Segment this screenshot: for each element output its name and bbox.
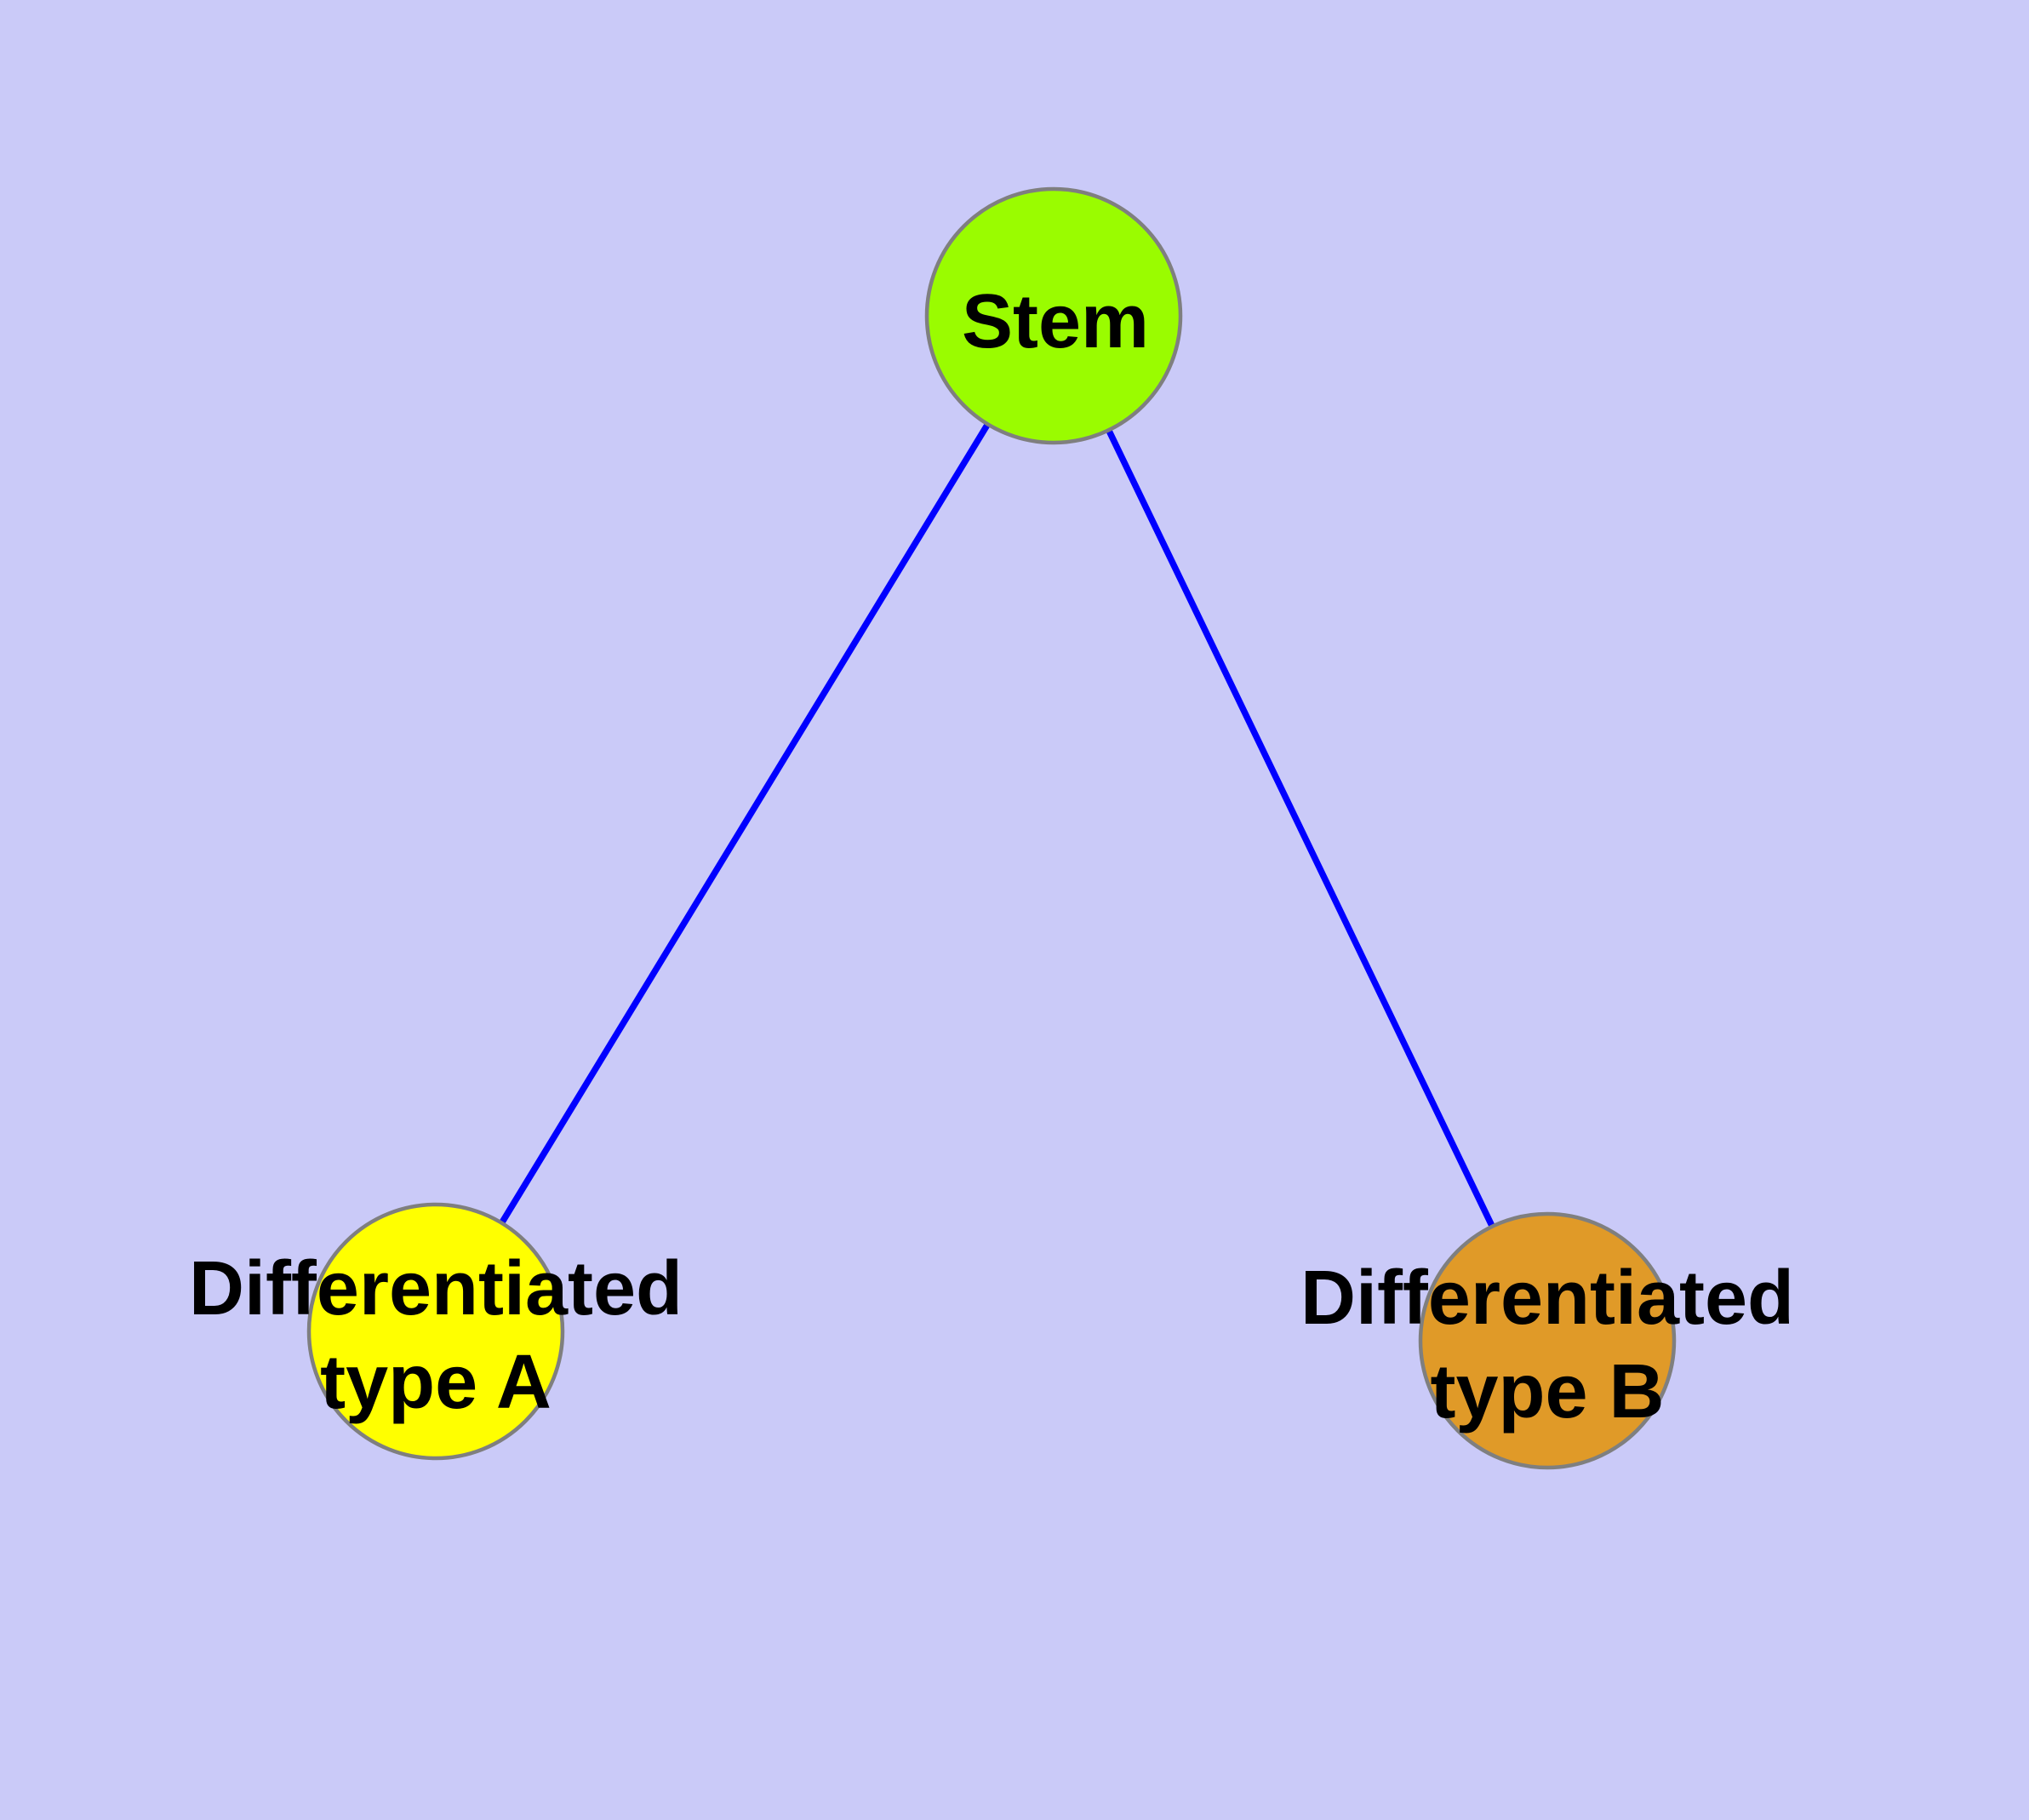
node-stem-circle	[924, 186, 1183, 445]
node-type-b-label-line2: type B	[1430, 1349, 1664, 1434]
node-differentiated-type-b: Differentiated type B	[1300, 1211, 1794, 1470]
node-type-b-circle	[1418, 1211, 1677, 1470]
node-type-a-circle	[306, 1202, 565, 1461]
edge-stem-to-type-b	[1050, 312, 1551, 1344]
node-differentiated-type-a: Differentiated type A	[189, 1202, 683, 1461]
edge-stem-to-type-a	[432, 312, 1057, 1335]
node-stem: Stem	[924, 186, 1183, 445]
node-type-a-label-line1: Differentiated	[189, 1246, 683, 1331]
node-stem-label: Stem	[962, 279, 1149, 364]
node-type-a-label-line2: type A	[320, 1340, 552, 1425]
node-type-b-label-line1: Differentiated	[1300, 1256, 1794, 1341]
